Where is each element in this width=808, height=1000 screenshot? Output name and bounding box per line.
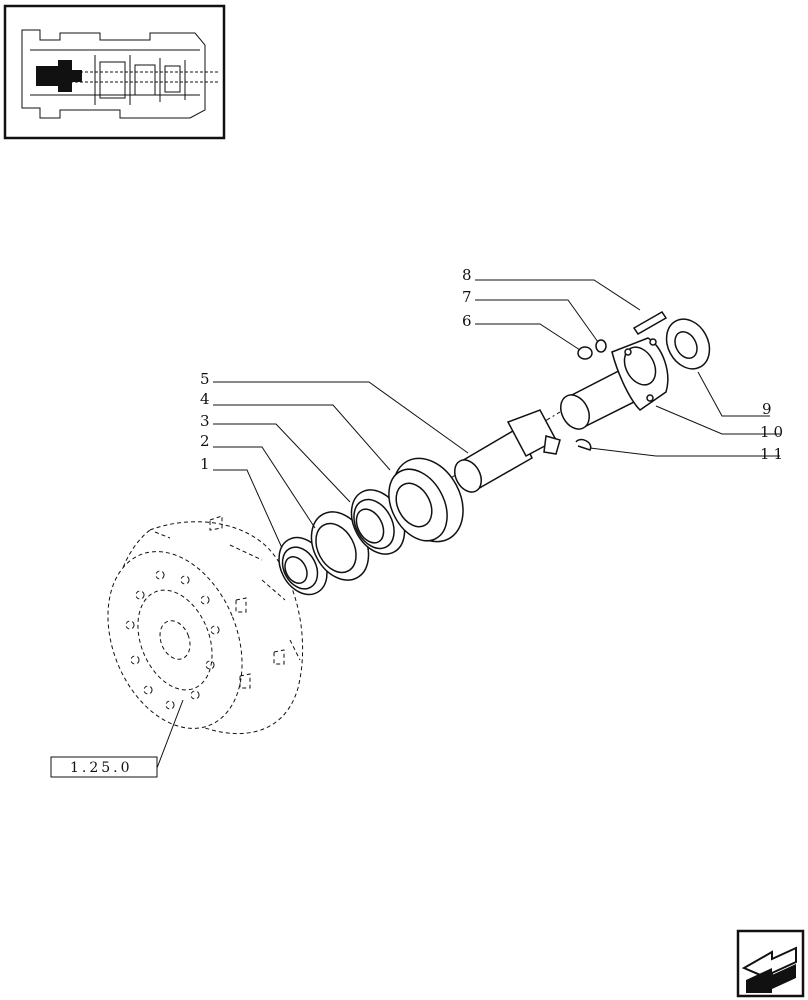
callout-2: 2 [200,432,210,450]
part-11-clip [575,438,592,451]
reference-label: 1.25.0 [70,760,133,776]
reference-box[interactable]: 1.25.0 [50,756,158,778]
part-5-sleeve [453,409,561,493]
part-9-seal [665,318,711,370]
callout-6: 6 [462,312,472,330]
callout-7: 7 [462,288,472,306]
part-4-release-bearing [388,457,464,543]
part-10-guide-tube [559,337,669,430]
next-page-arrow-icon[interactable] [736,929,805,998]
part-8-pin [632,311,668,335]
clutch-assembly [107,515,304,734]
callout-9: 9 [762,400,772,418]
callout-8: 8 [462,266,472,284]
transmission-cutaway-thumbnail[interactable] [3,4,226,140]
part-6-nut [577,346,593,360]
callout-1: 1 [200,455,210,473]
part-7-washer [595,339,607,353]
callout-5: 5 [200,370,210,388]
callout-10: 10 [760,423,787,441]
callout-11: 11 [760,445,787,463]
callout-3: 3 [200,412,210,430]
callout-4: 4 [200,390,210,408]
